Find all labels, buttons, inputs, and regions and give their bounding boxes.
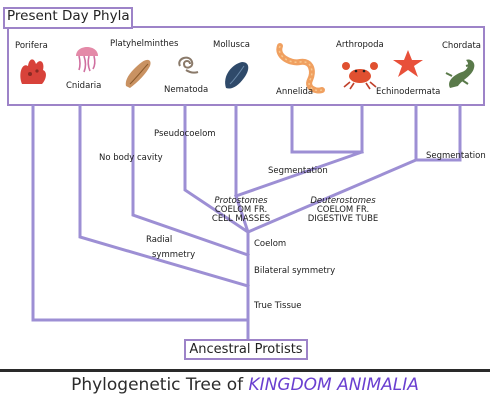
node-segmentation-protostome: Segmentation xyxy=(268,167,328,177)
earthworm-icon xyxy=(279,46,322,91)
node-radial-symmetry: Radial xyxy=(146,236,172,246)
phylum-label-nematoda: Nematoda xyxy=(164,86,208,96)
node-radial-symmetry-2: symmetry xyxy=(152,251,195,261)
phylum-label-cnidaria: Cnidaria xyxy=(66,82,101,92)
jellyfish-icon xyxy=(76,47,98,72)
roundworm-icon xyxy=(179,58,198,73)
node-protostomes-detail-2: CELL MASSES xyxy=(210,215,272,225)
phylum-label-echinodermata: Echinodermata xyxy=(376,88,440,98)
footer-title-highlight: KINGDOM ANIMALIA xyxy=(249,375,419,395)
node-true-tissue: True Tissue xyxy=(254,302,302,312)
node-bilateral-symmetry: Bilateral symmetry xyxy=(254,267,335,277)
phylum-label-annelida: Annelida xyxy=(276,88,313,98)
starfish-icon xyxy=(393,50,423,77)
phylum-label-arthropoda: Arthropoda xyxy=(336,41,384,51)
flatworm-icon xyxy=(126,60,151,88)
node-pseudocoelom: Pseudocoelom xyxy=(154,130,216,140)
phylum-label-platyhelminthes: Platyhelminthes xyxy=(110,40,178,50)
node-no-body-cavity: No body cavity xyxy=(99,154,163,164)
root-ancestral-protists: Ancestral Protists xyxy=(184,339,308,360)
node-coelom: Coelom xyxy=(254,240,286,250)
mussel-icon xyxy=(225,62,248,89)
phylum-label-porifera: Porifera xyxy=(15,42,48,52)
node-deuterostomes-detail-2: DIGESTIVE TUBE xyxy=(300,215,386,225)
phylum-label-chordata: Chordata xyxy=(442,42,481,52)
branch-annelida xyxy=(292,106,362,152)
crab-icon xyxy=(342,62,378,89)
page-title: Phylogenetic Tree of KINGDOM ANIMALIA xyxy=(0,374,490,396)
phyla-title: Present Day Phyla xyxy=(7,9,130,23)
footer-title-prefix: Phylogenetic Tree of xyxy=(71,375,248,395)
sponge-icon xyxy=(20,59,46,84)
node-segmentation-deuterostome: Segmentation xyxy=(426,152,486,162)
footer-rule xyxy=(0,369,490,372)
phylum-label-mollusca: Mollusca xyxy=(213,41,250,51)
lizard-icon xyxy=(446,59,474,88)
